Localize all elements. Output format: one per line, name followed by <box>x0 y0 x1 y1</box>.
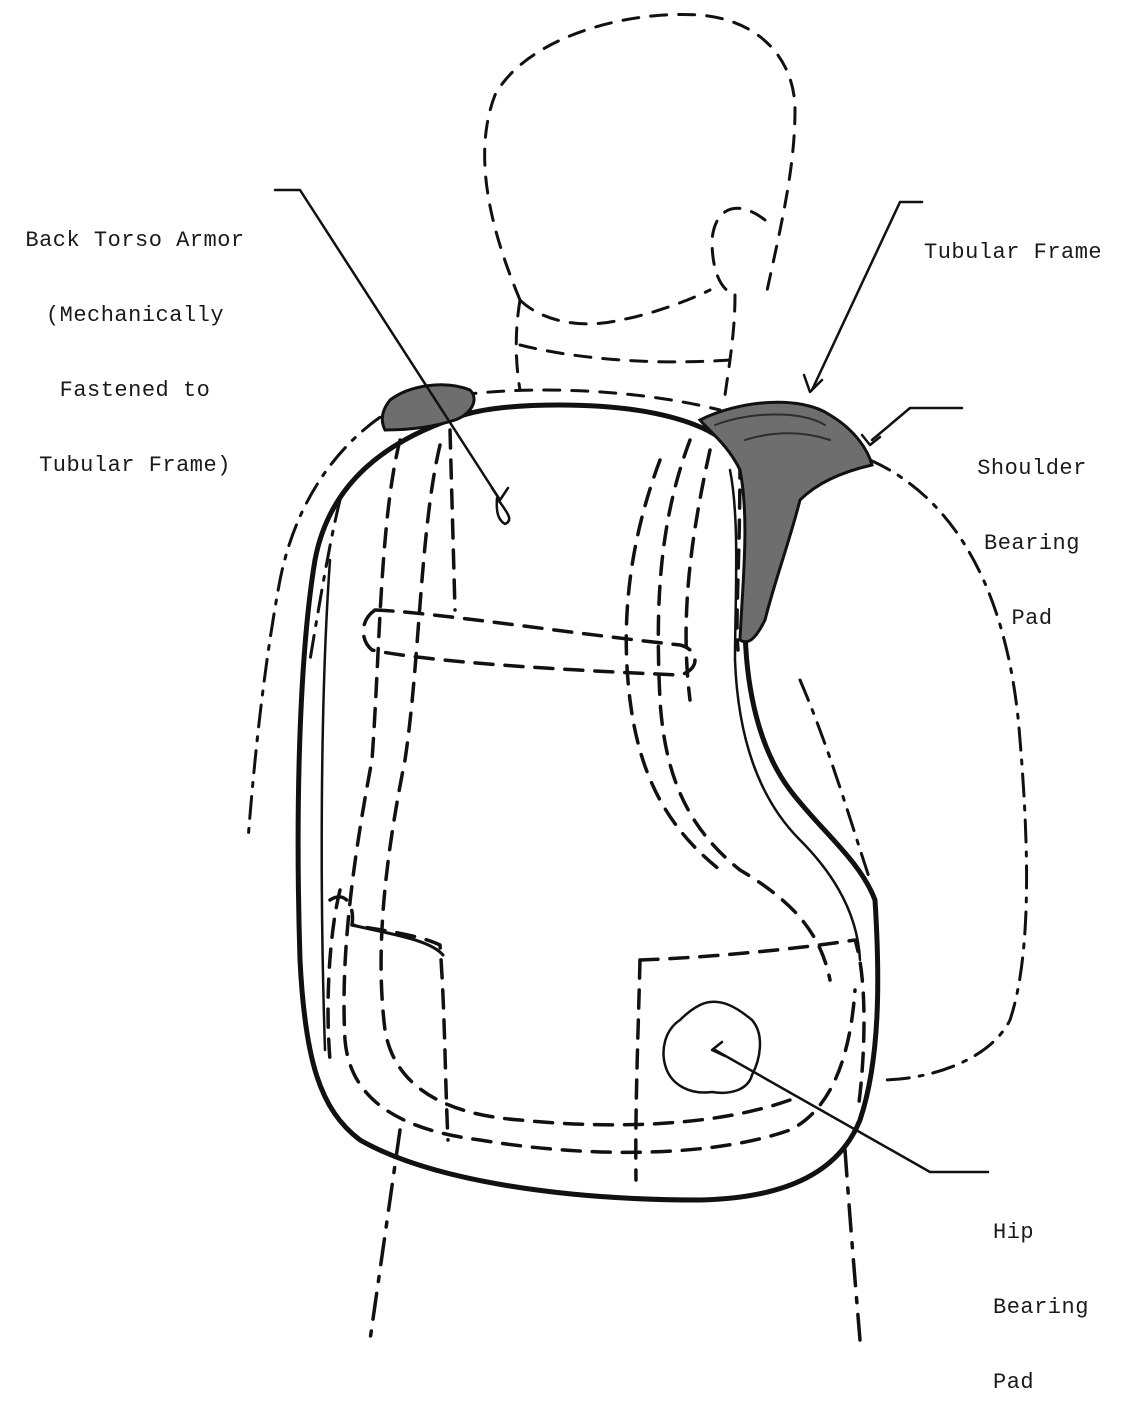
hip-bearing-pad-label: Hip Bearing Pad <box>993 1170 1089 1420</box>
hip-bearing-pad-shape <box>664 1002 760 1093</box>
shoulder-bearing-pad-line-1: Shoulder <box>962 456 1102 481</box>
tubular-frame-line-1: Tubular Frame <box>924 240 1102 265</box>
back-torso-armor-line-1: Back Torso Armor <box>10 228 260 253</box>
hip-bearing-pad-line-1: Hip <box>993 1220 1089 1245</box>
leg-outline <box>370 1130 860 1340</box>
back-torso-armor-line-4: Tubular Frame) <box>10 453 260 478</box>
shoulder-bearing-pad-label: Shoulder Bearing Pad <box>962 406 1102 656</box>
shoulder-bearing-pad-right <box>700 402 872 642</box>
shoulder-bearing-pad-line-2: Bearing <box>962 531 1102 556</box>
neck-collar <box>460 345 730 410</box>
leader-lines <box>275 190 988 1172</box>
back-torso-armor-label: Back Torso Armor (Mechanically Fastened … <box>10 178 260 503</box>
shoulder-bearing-pad-leader <box>872 408 962 440</box>
back-torso-armor-line-3: Fastened to <box>10 378 260 403</box>
shoulder-bearing-pad-left <box>382 385 474 430</box>
head-outline <box>485 14 795 395</box>
shoulder-bearing-pad-line-3: Pad <box>962 606 1102 631</box>
hip-bearing-pad-line-2: Bearing <box>993 1295 1089 1320</box>
back-torso-armor-line-2: (Mechanically <box>10 303 260 328</box>
tubular-frame-leader <box>812 202 922 390</box>
hip-bearing-pad-line-3: Pad <box>993 1370 1089 1395</box>
upper-strap <box>363 430 740 675</box>
tubular-frame-label: Tubular Frame <box>924 190 1102 290</box>
left-arm-outline <box>248 395 420 840</box>
